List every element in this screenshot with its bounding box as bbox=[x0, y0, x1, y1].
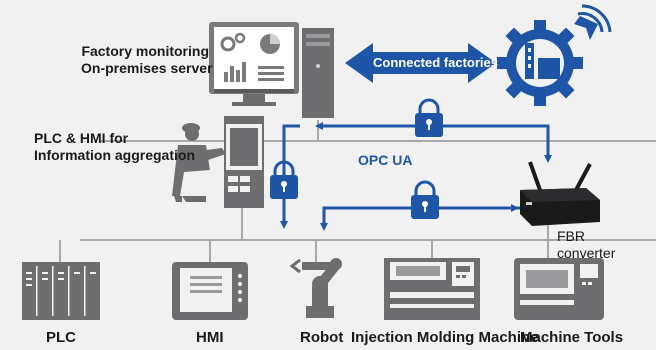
fbr-to-devices-arrow bbox=[320, 206, 520, 231]
server-tower-icon bbox=[302, 28, 334, 118]
plc-hmi-label-line1: PLC & HMI for bbox=[34, 130, 129, 146]
monitor-dashboard-icon bbox=[209, 22, 299, 106]
lock-icon bbox=[411, 180, 439, 219]
worker-control-panel-icon bbox=[172, 116, 264, 208]
opc-ua-label: OPC UA bbox=[358, 152, 413, 168]
connected-factories-label: Connected factories bbox=[373, 55, 498, 70]
hmi-label: HMI bbox=[196, 329, 224, 346]
hmi-panel-icon bbox=[172, 262, 248, 320]
server-to-fbr-arrow bbox=[332, 124, 552, 163]
server-label-line1: Factory monitoring bbox=[81, 43, 209, 59]
machine-tool-icon bbox=[514, 258, 604, 320]
plc-hmi-label: PLC & HMI for Information aggregation bbox=[34, 130, 195, 164]
factory-gear-icon bbox=[497, 4, 612, 106]
fbr-label-line1: FBR bbox=[557, 228, 585, 244]
injection-molding-label: Injection Molding Machine bbox=[351, 329, 539, 346]
fbr-converter-label: FBR converter bbox=[557, 228, 615, 262]
plc-rack-icon bbox=[22, 262, 100, 320]
robot-arm-icon bbox=[289, 258, 342, 318]
robot-label: Robot bbox=[300, 329, 344, 346]
server-label: Factory monitoring On-premises server bbox=[81, 43, 213, 77]
fbr-label-line2: converter bbox=[557, 245, 616, 261]
server-label-line2: On-premises server bbox=[81, 60, 213, 76]
connected-factories-arrow bbox=[345, 43, 496, 83]
injection-molding-machine-icon bbox=[384, 258, 480, 320]
lock-icon bbox=[415, 98, 443, 137]
plc-label: PLC bbox=[46, 329, 76, 346]
plc-hmi-label-line2: Information aggregation bbox=[34, 147, 195, 163]
machine-tools-label: Machine Tools bbox=[520, 329, 624, 346]
router-icon bbox=[520, 161, 600, 226]
lock-icon bbox=[270, 160, 298, 199]
